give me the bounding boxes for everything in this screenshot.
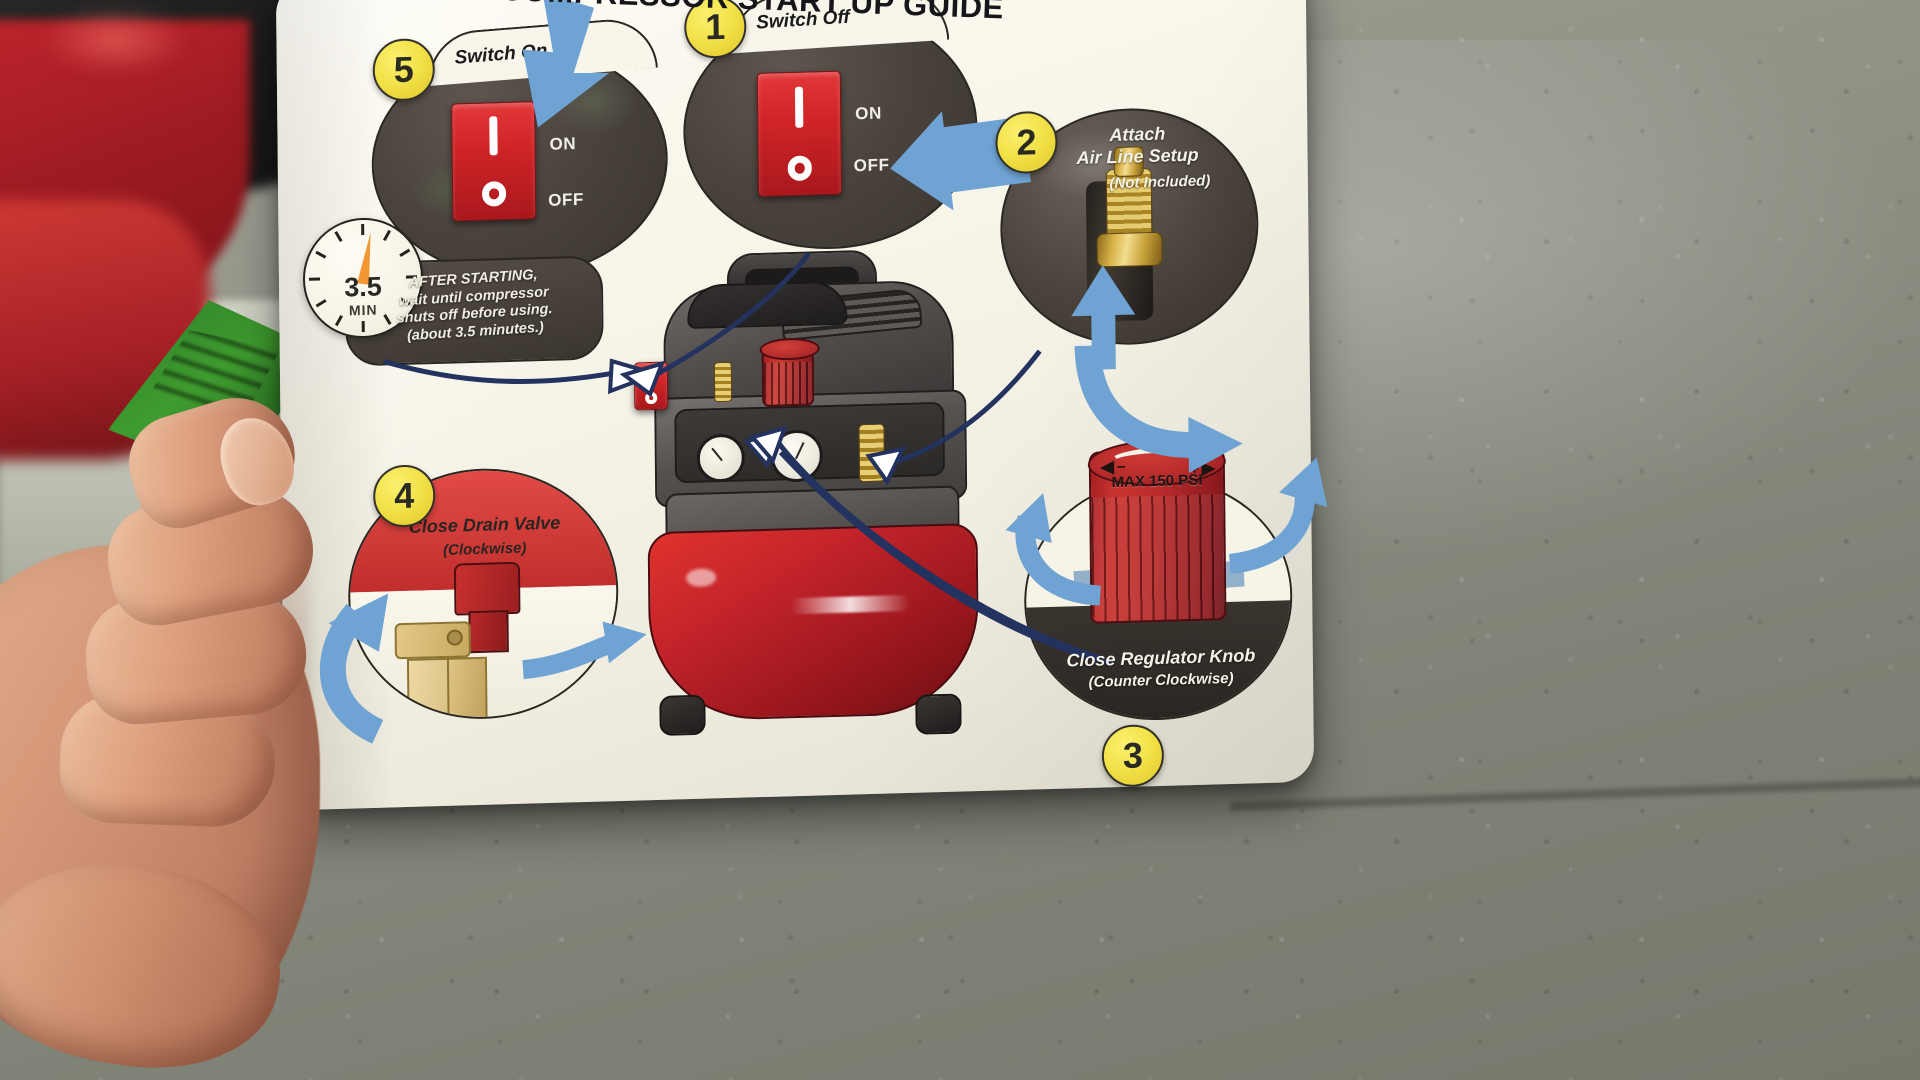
step-3-blue-arrow-left <box>1001 487 1112 610</box>
step-1-off-text: OFF <box>853 155 890 176</box>
switch-off-symbol <box>481 181 507 207</box>
step-2-blue-arrow-curve <box>1074 333 1247 474</box>
hand <box>0 383 450 1080</box>
switch-on-symbol <box>489 116 498 156</box>
compressor-regulator-knob[interactable] <box>759 337 820 407</box>
switch-off-symbol <box>787 155 813 182</box>
background-tool-highlight <box>40 5 190 75</box>
compressor-brass-fitting <box>713 361 733 403</box>
compressor-illustration <box>609 239 1034 736</box>
compressor-foot-right <box>915 693 962 735</box>
step-1-on-text: ON <box>855 103 882 124</box>
compressor-power-switch[interactable] <box>633 361 669 411</box>
step-5-note: AFTER STARTING, wait until compressor sh… <box>368 264 581 348</box>
step-1-rocker-switch[interactable] <box>756 70 843 197</box>
step-3-badge: 3 <box>1101 723 1165 788</box>
step-5-off-text: OFF <box>548 189 585 210</box>
step-3-blue-arrow-right <box>1219 457 1330 580</box>
compressor-air-outlet <box>858 423 886 483</box>
switch-on-symbol <box>648 368 654 383</box>
step-2-label: Attach Air Line Setup <box>1037 122 1237 171</box>
switch-on-symbol <box>794 86 804 129</box>
compressor-tank <box>647 522 980 723</box>
step-4-pointer-arrow <box>519 618 650 692</box>
switch-off-symbol <box>645 392 658 405</box>
compressor-foot-left <box>659 694 706 736</box>
step-5-blue-arrow <box>512 0 643 140</box>
